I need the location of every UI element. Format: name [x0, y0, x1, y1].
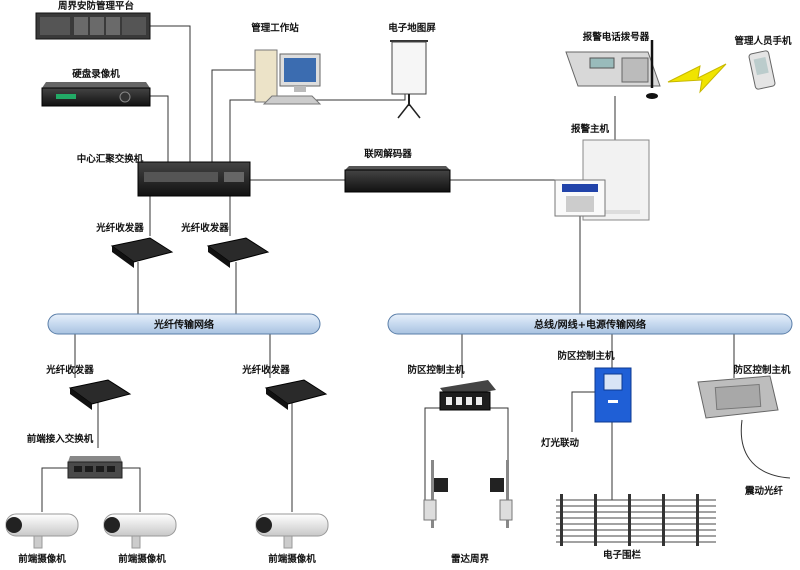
core-aggregation-switch: 中心汇聚交换机 [77, 153, 251, 197]
zone-ctrl-1-label: 防区控制主机 [407, 364, 465, 376]
management-workstation: 管理工作站 [251, 22, 322, 105]
front-camera-2: 前端摄像机 [103, 513, 177, 565]
core-switch-label: 中心汇聚交换机 [77, 153, 144, 165]
management-platform-server: 周界安防管理平台 [35, 0, 151, 40]
camera-2-label: 前端摄像机 [118, 553, 166, 565]
alarm-host-label: 报警主机 [571, 123, 610, 135]
fiber-transmission-bus: 光纤传输网络 [47, 313, 321, 335]
fiber-transceiver-1: 光纤收发器 [95, 222, 174, 268]
zone-control-host-2: 防区控制主机 [557, 350, 632, 423]
edge-access-switch: 前端接入交换机 [27, 433, 123, 479]
zone-control-host-3: 防区控制主机 [697, 364, 791, 419]
mixed-bus-label: 总线/网线+电源传输网络 [534, 318, 646, 331]
wireless-signal-icon [667, 63, 727, 94]
fiber-transceiver-3: 光纤收发器 [45, 364, 132, 410]
alarm-dialer-label: 报警电话拨号器 [583, 31, 650, 43]
connection-lines [41, 25, 791, 512]
dvr-device: 硬盘录像机 [41, 68, 151, 107]
network-decoder-label: 联网解码器 [364, 148, 412, 160]
fiber-bus-label: 光纤传输网络 [153, 318, 214, 331]
manager-phone-label: 管理人员手机 [734, 35, 792, 47]
electronic-fence-label: 电子围栏 [603, 549, 642, 561]
vibration-fiber-label: 震动光纤 [744, 485, 784, 497]
zone-ctrl-2-label: 防区控制主机 [557, 350, 615, 362]
zone-control-host-1: 防区控制主机 [407, 364, 496, 411]
mixed-transmission-bus: 总线/网线+电源传输网络 [387, 313, 793, 335]
dvr-label: 硬盘录像机 [72, 68, 120, 80]
fiber-tx-3-label: 光纤收发器 [45, 364, 94, 376]
network-decoder: 联网解码器 [344, 148, 451, 193]
fiber-transceiver-4: 光纤收发器 [241, 364, 328, 410]
manager-mobile-phone: 管理人员手机 [734, 35, 792, 90]
radar-perimeter-posts: 雷达周界 [423, 460, 513, 565]
front-camera-1: 前端摄像机 [5, 513, 79, 565]
fiber-tx-4-label: 光纤收发器 [241, 364, 290, 376]
fiber-transceiver-2: 光纤收发器 [180, 222, 270, 268]
zone-ctrl-3-label: 防区控制主机 [733, 364, 791, 376]
electronic-fence: 电子围栏 [556, 494, 716, 561]
radar-perimeter-label: 雷达周界 [451, 553, 490, 565]
edge-switch-label: 前端接入交换机 [27, 433, 94, 445]
workstation-label: 管理工作站 [251, 22, 299, 34]
camera-1-label: 前端摄像机 [18, 553, 66, 565]
electronic-map-screen: 电子地图屏 [388, 22, 436, 119]
fiber-tx-2-label: 光纤收发器 [180, 222, 229, 234]
front-camera-3: 前端摄像机 [255, 513, 329, 565]
platform-label: 周界安防管理平台 [58, 0, 135, 12]
fiber-tx-1-label: 光纤收发器 [95, 222, 144, 234]
camera-3-label: 前端摄像机 [268, 553, 316, 565]
map-screen-label: 电子地图屏 [388, 22, 436, 34]
alarm-keypad [554, 179, 606, 217]
light-link-label: 灯光联动 [541, 437, 580, 449]
alarm-phone-dialer: 报警电话拨号器 [565, 31, 661, 99]
